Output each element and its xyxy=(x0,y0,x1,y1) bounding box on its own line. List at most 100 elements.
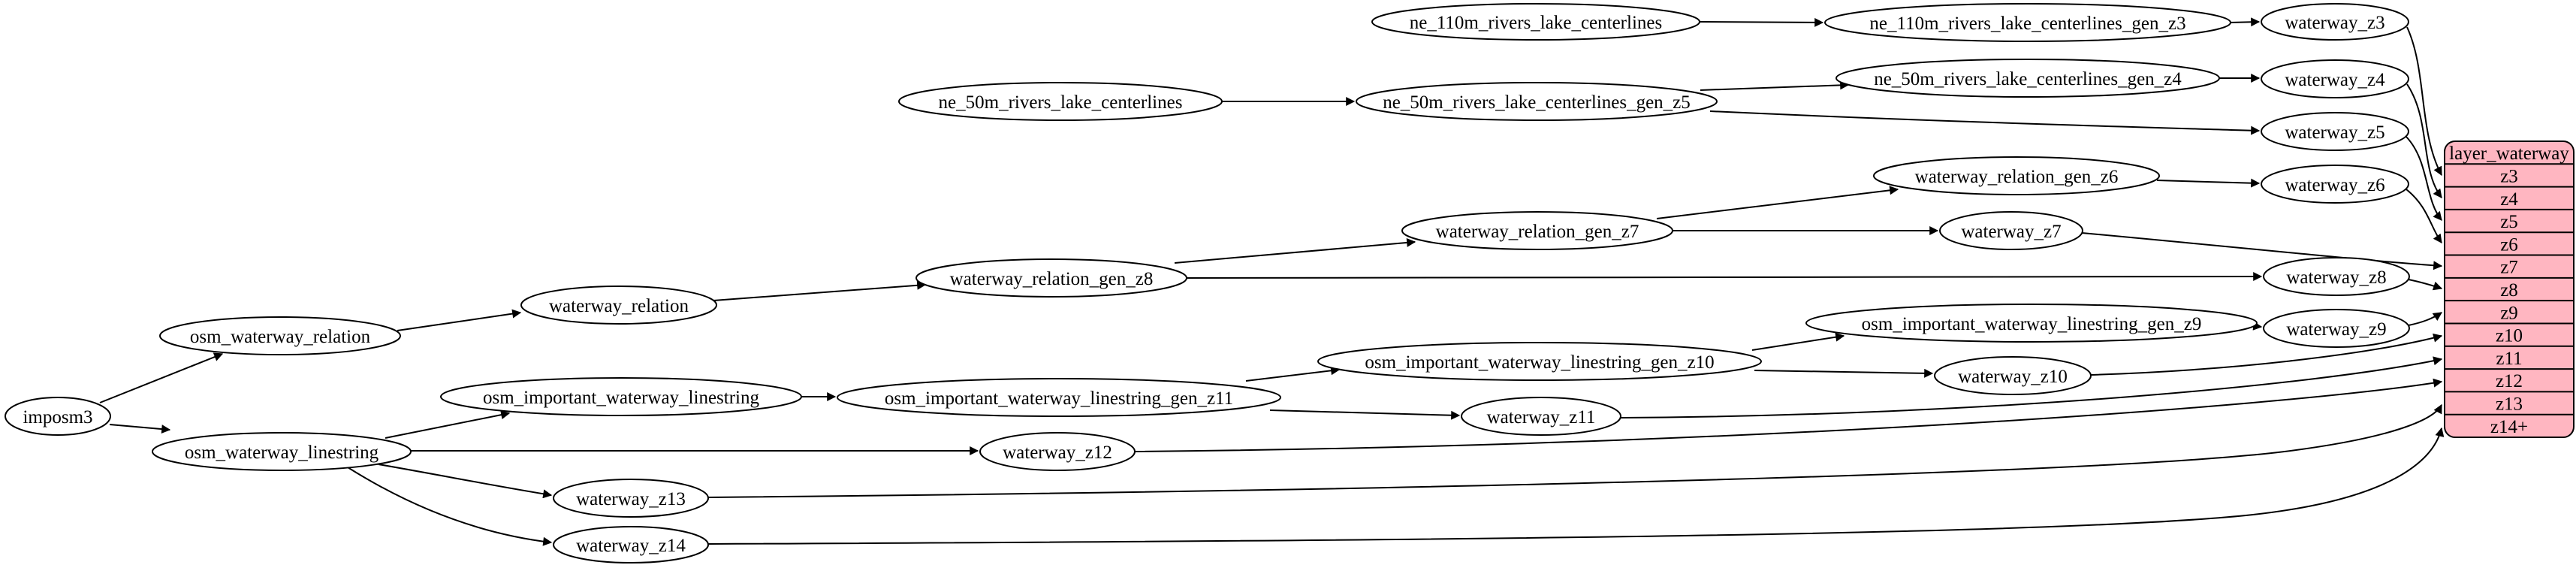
table-layer-waterway: layer_waterwayz3z4z5z6z7z8z9z10z11z12z13… xyxy=(2444,140,2574,438)
node-label-osm_important_waterway_linestring_gen_z11: osm_important_waterway_linestring_gen_z1… xyxy=(885,388,1233,409)
node-ellipse-waterway_z7 xyxy=(1939,211,2083,250)
edge-waterway_z13-to-layer_waterway:z13 xyxy=(707,403,2442,498)
node-ellipse-ne_110m_rivers_lake_centerlines_gen_z3 xyxy=(1824,3,2231,42)
edge-osm_waterway_relation-to-waterway_relation xyxy=(397,309,522,331)
node-label-waterway_relation_gen_z7: waterway_relation_gen_z7 xyxy=(1436,222,1639,242)
node-ellipse-osm_waterway_relation xyxy=(159,316,401,355)
node-osm_waterway_linestring: osm_waterway_linestring xyxy=(152,432,412,471)
node-ellipse-waterway_relation xyxy=(520,286,717,325)
edge-waterway_z9-to-layer_waterway:z9 xyxy=(2408,312,2442,326)
node-waterway_z6: waterway_z6 xyxy=(2261,165,2409,204)
node-label-waterway_relation: waterway_relation xyxy=(549,296,689,316)
edge-waterway_z7-to-layer_waterway:z7 xyxy=(2081,232,2443,270)
node-waterway_z12: waterway_z12 xyxy=(979,432,1136,471)
nodes-layer: imposm3 osm_waterway_relation osm_waterway… xyxy=(5,3,2410,563)
edge-ne_50m_rivers_lake_centerlines_gen_z5-to-waterway_z5 xyxy=(1709,110,2261,135)
node-osm_important_waterway_linestring_gen_z11: osm_important_waterway_linestring_gen_z1… xyxy=(837,378,1281,417)
node-label-ne_110m_rivers_lake_centerlines: ne_110m_rivers_lake_centerlines xyxy=(1410,13,1662,33)
table-row-label-z11: z11 xyxy=(2496,349,2522,369)
table-row-label-z9: z9 xyxy=(2500,303,2518,323)
node-ellipse-osm_important_waterway_linestring_gen_z10 xyxy=(1317,342,1762,381)
node-waterway_z3: waterway_z3 xyxy=(2261,3,2409,41)
table-row-label-z5: z5 xyxy=(2500,212,2518,232)
edges-layer xyxy=(99,17,2445,546)
node-ellipse-osm_important_waterway_linestring_gen_z11 xyxy=(837,378,1281,417)
edge-osm_waterway_linestring-to-waterway_z13 xyxy=(378,464,553,499)
node-ellipse-waterway_z3 xyxy=(2261,3,2409,41)
edge-ne_110m_rivers_lake_centerlines_gen_z3-to-waterway_z3 xyxy=(2229,17,2261,27)
node-label-osm_important_waterway_linestring: osm_important_waterway_linestring xyxy=(483,388,759,408)
edge-osm_important_waterway_linestring_gen_z11-to-waterway_z11 xyxy=(1269,409,1461,420)
table-row-label-z6: z6 xyxy=(2500,234,2518,255)
edge-osm_waterway_linestring-to-waterway_z14 xyxy=(347,467,553,546)
edge-waterway_z10-to-layer_waterway:z10 xyxy=(2089,333,2443,376)
node-label-imposm3: imposm3 xyxy=(23,407,92,428)
node-ellipse-waterway_z11 xyxy=(1461,397,1621,436)
node-label-waterway_z10: waterway_z10 xyxy=(1958,367,2068,387)
edge-osm_important_waterway_linestring_gen_z10-to-waterway_z10 xyxy=(1754,368,1934,378)
node-label-waterway_z8: waterway_z8 xyxy=(2286,267,2386,288)
node-ellipse-waterway_z9 xyxy=(2263,309,2410,348)
table-row-label-z10: z10 xyxy=(2496,326,2523,346)
node-label-waterway_z13: waterway_z13 xyxy=(576,489,686,509)
node-ne_50m_rivers_lake_centerlines_gen_z5: ne_50m_rivers_lake_centerlines_gen_z5 xyxy=(1356,82,1718,121)
node-label-waterway_z12: waterway_z12 xyxy=(1003,443,1112,463)
node-label-waterway_z4: waterway_z4 xyxy=(2285,70,2385,90)
node-osm_waterway_relation: osm_waterway_relation xyxy=(159,316,401,355)
node-label-waterway_z5: waterway_z5 xyxy=(2285,122,2384,143)
node-label-ne_50m_rivers_lake_centerlines_gen_z5: ne_50m_rivers_lake_centerlines_gen_z5 xyxy=(1383,92,1691,113)
node-label-waterway_z6: waterway_z6 xyxy=(2285,175,2384,195)
node-waterway_relation_gen_z6: waterway_relation_gen_z6 xyxy=(1873,156,2160,195)
edge-osm_important_waterway_linestring_gen_z10-to-osm_important_waterway_linestring_gen_z9 xyxy=(1751,332,1845,351)
node-ellipse-osm_waterway_linestring xyxy=(152,432,412,471)
node-ellipse-waterway_z8 xyxy=(2263,257,2410,296)
node-label-ne_110m_rivers_lake_centerlines_gen_z3: ne_110m_rivers_lake_centerlines_gen_z3 xyxy=(1869,14,2185,34)
node-ellipse-imposm3 xyxy=(5,397,111,436)
node-waterway_z10: waterway_z10 xyxy=(1934,356,2092,395)
node-ellipse-osm_important_waterway_linestring xyxy=(440,377,802,416)
node-ne_110m_rivers_lake_centerlines: ne_110m_rivers_lake_centerlines xyxy=(1371,3,1700,41)
node-ellipse-waterway_z12 xyxy=(979,432,1136,471)
node-imposm3: imposm3 xyxy=(5,397,111,436)
node-waterway_z9: waterway_z9 xyxy=(2263,309,2410,348)
edge-waterway_relation_gen_z8-to-waterway_relation_gen_z7 xyxy=(1174,237,1416,264)
node-osm_important_waterway_linestring: osm_important_waterway_linestring xyxy=(440,377,802,416)
table-row-label-z8: z8 xyxy=(2500,280,2518,301)
edge-osm_waterway_linestring-to-osm_important_waterway_linestring xyxy=(385,410,511,439)
table-row-label-z14+: z14+ xyxy=(2490,417,2528,437)
node-ellipse-ne_110m_rivers_lake_centerlines xyxy=(1371,3,1700,41)
node-ellipse-waterway_z10 xyxy=(1934,356,2092,395)
node-ellipse-waterway_relation_gen_z7 xyxy=(1401,211,1673,250)
edge-waterway_relation-to-waterway_relation_gen_z8 xyxy=(713,280,927,301)
table-row-label-z7: z7 xyxy=(2500,258,2518,278)
edge-waterway_z3-to-layer_waterway:z3 xyxy=(2406,26,2442,177)
node-ellipse-waterway_z4 xyxy=(2261,59,2409,98)
edge-imposm3-to-osm_waterway_relation xyxy=(99,352,224,403)
table-row-label-z4: z4 xyxy=(2500,189,2518,210)
node-waterway_z7: waterway_z7 xyxy=(1939,211,2083,250)
node-waterway_relation_gen_z7: waterway_relation_gen_z7 xyxy=(1401,211,1673,250)
edge-waterway_z11-to-layer_waterway:z11 xyxy=(1619,356,2443,418)
edge-waterway_z4-to-layer_waterway:z4 xyxy=(2406,83,2442,198)
node-label-osm_important_waterway_linestring_gen_z10: osm_important_waterway_linestring_gen_z1… xyxy=(1365,352,1714,373)
edge-waterway_z5-to-layer_waterway:z5 xyxy=(2406,136,2442,221)
node-waterway_z4: waterway_z4 xyxy=(2261,59,2409,98)
node-osm_important_waterway_linestring_gen_z10: osm_important_waterway_linestring_gen_z1… xyxy=(1317,342,1762,381)
table-outline xyxy=(2444,140,2574,438)
node-ellipse-waterway_relation_gen_z6 xyxy=(1873,156,2160,195)
node-label-waterway_z14: waterway_z14 xyxy=(576,536,686,556)
node-label-osm_important_waterway_linestring_gen_z9: osm_important_waterway_linestring_gen_z9 xyxy=(1862,314,2202,334)
node-waterway_relation: waterway_relation xyxy=(520,286,717,325)
node-ellipse-ne_50m_rivers_lake_centerlines_gen_z4 xyxy=(1835,59,2220,98)
node-ne_50m_rivers_lake_centerlines_gen_z4: ne_50m_rivers_lake_centerlines_gen_z4 xyxy=(1835,59,2220,98)
node-label-ne_50m_rivers_lake_centerlines: ne_50m_rivers_lake_centerlines xyxy=(939,92,1183,113)
node-waterway_z14: waterway_z14 xyxy=(553,526,709,563)
node-label-osm_waterway_relation: osm_waterway_relation xyxy=(190,327,371,347)
edge-waterway_relation_gen_z8-to-waterway_z8 xyxy=(1186,272,2263,282)
node-waterway_relation_gen_z8: waterway_relation_gen_z8 xyxy=(915,258,1187,298)
node-osm_important_waterway_linestring_gen_z9: osm_important_waterway_linestring_gen_z9 xyxy=(1805,304,2258,343)
edge-waterway_relation_gen_z6-to-waterway_z6 xyxy=(2156,178,2261,188)
table-row-label-z13: z13 xyxy=(2496,394,2523,415)
